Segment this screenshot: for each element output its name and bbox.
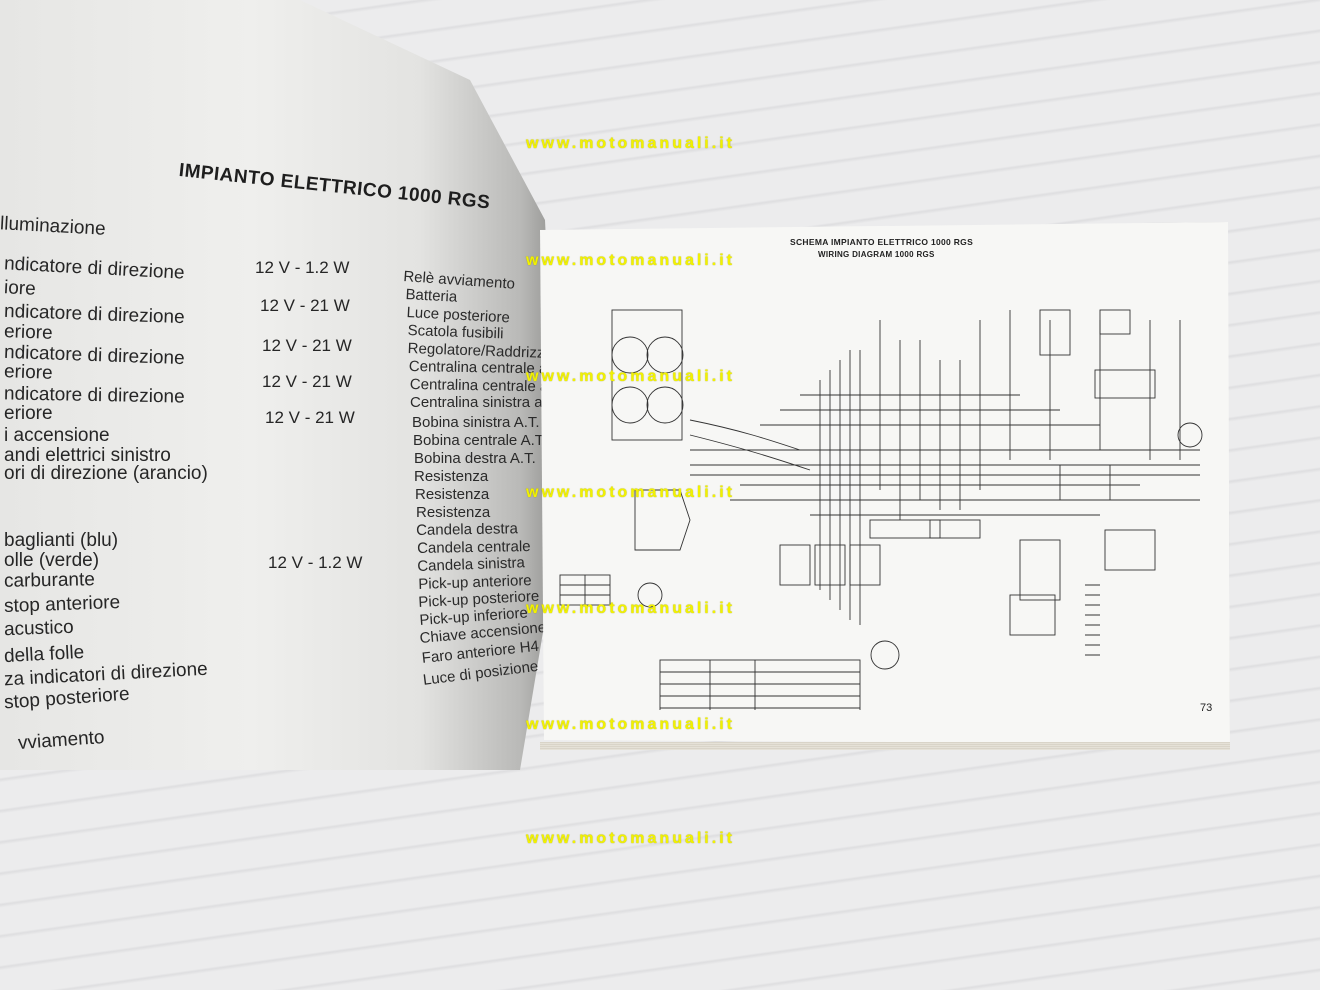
speedometer-icon bbox=[646, 336, 684, 374]
left-page bbox=[0, 0, 555, 770]
diagram-subtitle: WIRING DIAGRAM 1000 RGS bbox=[818, 250, 935, 259]
watermark-text: www.motomanuali.it bbox=[526, 716, 735, 733]
battery-icon bbox=[1094, 369, 1156, 399]
spec-value: 12 V - 1.2 W bbox=[255, 258, 350, 277]
page-edge bbox=[540, 742, 1230, 750]
spec-value: 12 V - 1.2 W bbox=[268, 553, 363, 572]
component-label: Resistenza bbox=[416, 504, 491, 521]
resistor-icon bbox=[869, 519, 941, 539]
left-line: carburante bbox=[3, 569, 96, 592]
component-label: Bobina centrale A.T. bbox=[413, 432, 547, 449]
component-label: Candela destra bbox=[416, 520, 519, 539]
tachometer-icon bbox=[611, 336, 649, 374]
regulator-icon bbox=[1104, 529, 1156, 571]
headlamp-icon bbox=[634, 489, 691, 551]
left-line: andi elettrici sinistro bbox=[4, 445, 171, 466]
left-line: ori di direzione (arancio) bbox=[4, 463, 208, 484]
coil-icon bbox=[814, 544, 846, 586]
instrument-cluster bbox=[611, 309, 683, 441]
right-page bbox=[540, 222, 1230, 744]
watermark-text: www.motomanuali.it bbox=[526, 600, 735, 617]
component-label: Batteria bbox=[405, 286, 458, 306]
fuse-box-icon bbox=[1059, 464, 1111, 501]
tail-lamp-icon bbox=[1177, 422, 1203, 448]
left-line: olle (verde) bbox=[4, 550, 100, 571]
left-line: acustico bbox=[3, 616, 75, 641]
watermark-text: www.motomanuali.it bbox=[526, 135, 735, 152]
component-label: Resistenza bbox=[415, 486, 490, 503]
wiring-diagram bbox=[559, 309, 1203, 710]
coil-icon bbox=[779, 544, 811, 586]
pickup-icon bbox=[870, 640, 900, 670]
left-line: stop anteriore bbox=[3, 591, 121, 618]
starter-motor-icon bbox=[1039, 309, 1071, 356]
spec-value: 12 V - 21 W bbox=[260, 296, 350, 315]
left-line: baglianti (blu) bbox=[4, 530, 119, 551]
gauge-icon bbox=[646, 386, 684, 424]
left-line: iore bbox=[3, 277, 37, 300]
ignition-unit-icon bbox=[1019, 539, 1061, 601]
relay-icon bbox=[1099, 309, 1131, 335]
diagram-title: SCHEMA IMPIANTO ELETTRICO 1000 RGS bbox=[790, 237, 974, 247]
watermark-text: www.motomanuali.it bbox=[526, 830, 735, 847]
watermark-text: www.motomanuali.it bbox=[526, 252, 735, 269]
spec-value: 12 V - 21 W bbox=[265, 408, 355, 427]
component-label: Bobina sinistra A.T. bbox=[412, 414, 540, 431]
gauge-icon bbox=[611, 386, 649, 424]
left-line: eriore bbox=[3, 361, 53, 384]
ignition-switch-icon bbox=[637, 582, 663, 608]
spec-value: 12 V - 21 W bbox=[262, 336, 352, 355]
watermark-text: www.motomanuali.it bbox=[526, 368, 735, 385]
component-label: Bobina destra A.T. bbox=[414, 450, 536, 467]
component-label: Resistenza bbox=[414, 468, 489, 485]
component-label: Scatola fusibili bbox=[407, 322, 504, 343]
light-switch-table bbox=[659, 659, 861, 710]
resistor-icon bbox=[929, 519, 981, 539]
watermark-text: www.motomanuali.it bbox=[526, 484, 735, 501]
left-line: della folle bbox=[3, 641, 85, 668]
left-line: i accensione bbox=[4, 425, 110, 446]
left-line: eriore bbox=[4, 403, 53, 424]
ignition-unit-icon bbox=[1009, 594, 1056, 636]
coil-icon bbox=[849, 544, 881, 586]
page-number: 73 bbox=[1200, 702, 1213, 714]
spec-value: 12 V - 21 W bbox=[262, 372, 352, 391]
